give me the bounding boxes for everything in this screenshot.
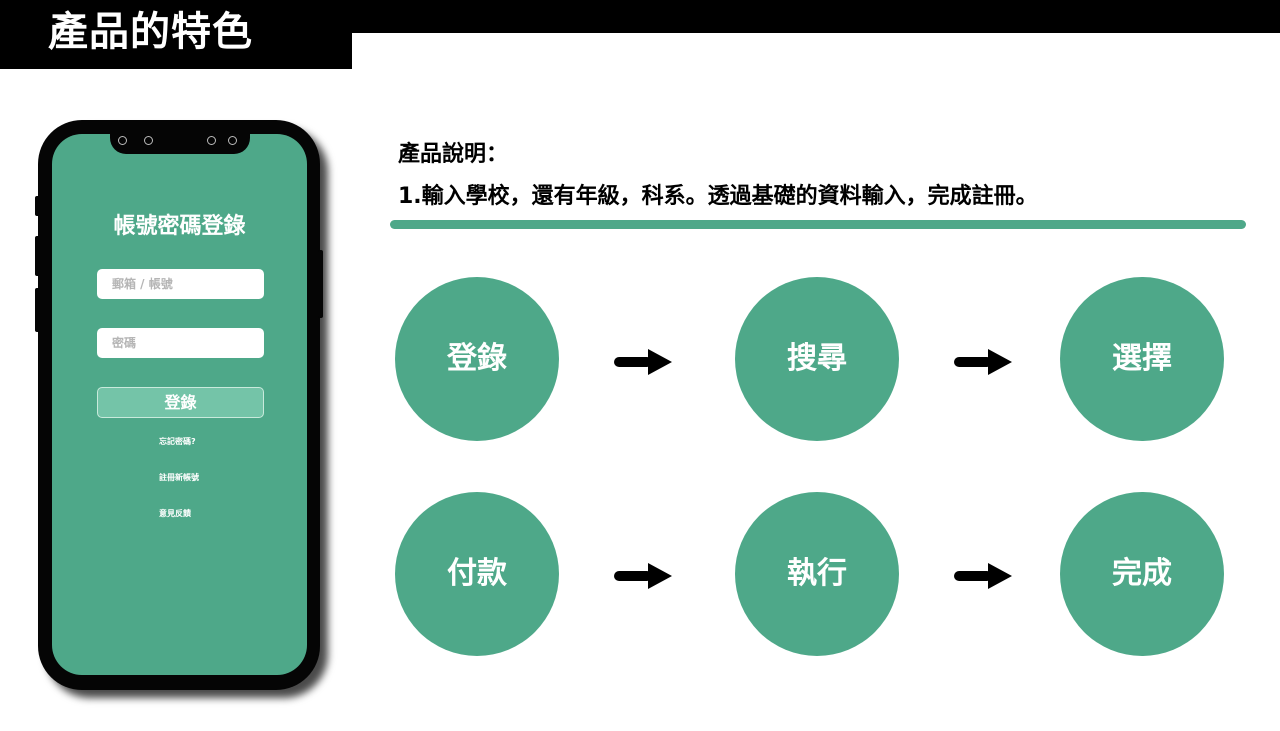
camera-dot <box>207 136 216 145</box>
arrow-right-icon <box>614 563 672 589</box>
register-link[interactable]: 註冊新帳號 <box>159 473 199 482</box>
feedback-link[interactable]: 意見反饋 <box>159 509 191 518</box>
description-line: 1.輸入學校，還有年級，科系。透過基礎的資料輸入，完成註冊。 <box>398 184 1038 209</box>
camera-dot <box>118 136 127 145</box>
title-block: 產品的特色 <box>0 0 352 69</box>
account-input[interactable]: 郵箱 / 帳號 <box>97 269 264 299</box>
arrow-right-icon <box>954 349 1012 375</box>
step-complete: 完成 <box>1060 492 1224 656</box>
step-payment: 付款 <box>395 492 559 656</box>
login-button[interactable]: 登錄 <box>97 387 264 418</box>
phone-side-button <box>35 236 40 276</box>
step-execute: 執行 <box>735 492 899 656</box>
arrow-right-icon <box>954 563 1012 589</box>
step-select: 選擇 <box>1060 277 1224 441</box>
login-title: 帳號密碼登錄 <box>113 214 246 239</box>
phone-side-button <box>35 288 40 332</box>
arrow-right-icon <box>614 349 672 375</box>
password-input[interactable]: 密碼 <box>97 328 264 358</box>
phone-side-button <box>318 250 323 318</box>
divider-bar <box>390 220 1246 229</box>
phone-side-button <box>35 196 40 216</box>
camera-dot <box>228 136 237 145</box>
forgot-password-link[interactable]: 忘記密碼? <box>159 437 196 446</box>
step-search: 搜尋 <box>735 277 899 441</box>
camera-dot <box>144 136 153 145</box>
description-heading: 產品說明： <box>398 142 509 167</box>
step-login: 登錄 <box>395 277 559 441</box>
page-title: 產品的特色 <box>48 9 253 55</box>
phone-notch <box>110 120 250 154</box>
